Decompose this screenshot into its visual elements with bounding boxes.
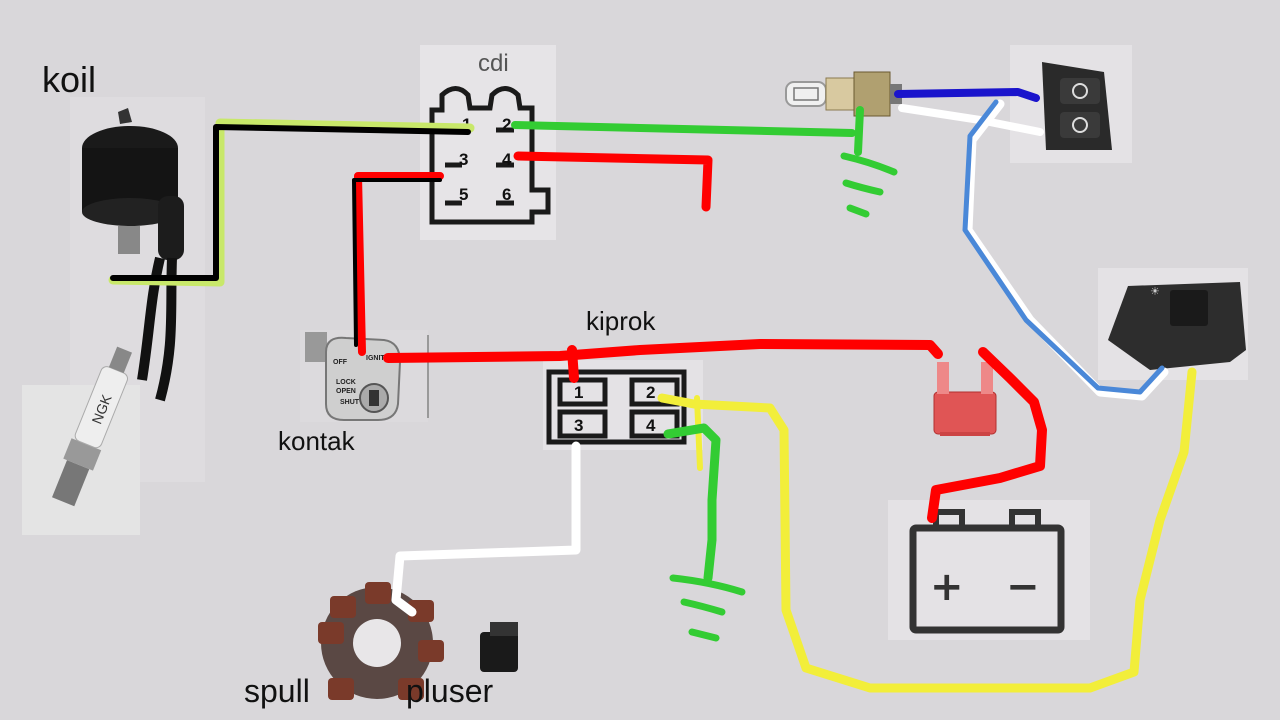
headlight-switch-icon: ☀ [1108, 282, 1246, 370]
stator-icon [318, 582, 444, 700]
cdi-pin-5-label: 5 [459, 185, 468, 204]
cdi-label: cdi [478, 50, 509, 77]
cdi-headlight-green-wire [511, 121, 856, 137]
pulser-icon [480, 622, 518, 672]
spull-label: spull [244, 673, 310, 709]
kiprok-ground-green-wire [663, 423, 721, 583]
coil-cdi-wire-black [110, 124, 471, 281]
pluser-label: pluser [406, 673, 494, 709]
ignition-key-switch-icon: OFF IGNITI LOCK OPEN SHUT [305, 332, 402, 421]
kiprok-switch-yellow-wire [657, 367, 1197, 693]
cdi-kontak-wire-red [354, 172, 444, 356]
cdi-pin4-red-wire [513, 151, 713, 212]
cdi-kontak-wire-black [352, 178, 442, 347]
dimmer-switch-icon [1042, 62, 1112, 150]
dimmer-switch-blue-wire [962, 99, 1165, 395]
kiprok-pin-1-label: 1 [574, 383, 583, 402]
kiprok-label: kiprok [586, 306, 656, 336]
cdi-connector-icon [429, 86, 551, 225]
rectifier-connector-icon [546, 369, 687, 445]
battery-icon: + − [909, 509, 1065, 634]
cdi-pin-2-label: 2 [502, 115, 511, 134]
kontak-lock-label: LOCK [336, 379, 356, 386]
spark-plug-icon: NGK [52, 346, 132, 507]
svg-text:☀: ☀ [1150, 285, 1160, 298]
kiprok-pin1-red-wire [567, 345, 579, 383]
koil-label: koil [42, 59, 97, 100]
headlight-bulb-icon [785, 71, 902, 117]
cdi-pin-3-label: 3 [459, 150, 468, 169]
battery-plus-label: + [930, 564, 964, 610]
fuse-icon [933, 362, 997, 436]
kiprok-pin-3-label: 3 [574, 416, 583, 435]
wires [108, 88, 1197, 693]
kontak-open-label: OPEN [336, 388, 356, 395]
kontak-shut-label: SHUT [340, 399, 360, 406]
kontak-off-label: OFF [333, 359, 348, 366]
battery-backdrop [888, 500, 1090, 640]
headlight-dimmer-blue-wire [894, 88, 1040, 102]
fuse-battery-red-wire [927, 347, 1047, 523]
ignition-coil-icon [82, 108, 184, 402]
cdi-pin-6-label: 6 [502, 185, 511, 204]
kiprok-pin-2-label: 2 [646, 383, 655, 402]
ground-symbol-icon [669, 152, 898, 642]
kiprok-stator-white-wire [391, 441, 581, 617]
kiprok-pin-4-label: 4 [646, 416, 656, 435]
battery-minus-label: − [1006, 564, 1040, 610]
kontak-fuse-red-wire [383, 339, 943, 363]
headlight-ground-wire [854, 106, 864, 156]
kontak-ignition-label: IGNITI [366, 355, 387, 362]
kontak-label: kontak [278, 426, 355, 456]
cdi-pin-4-label: 4 [502, 150, 512, 169]
